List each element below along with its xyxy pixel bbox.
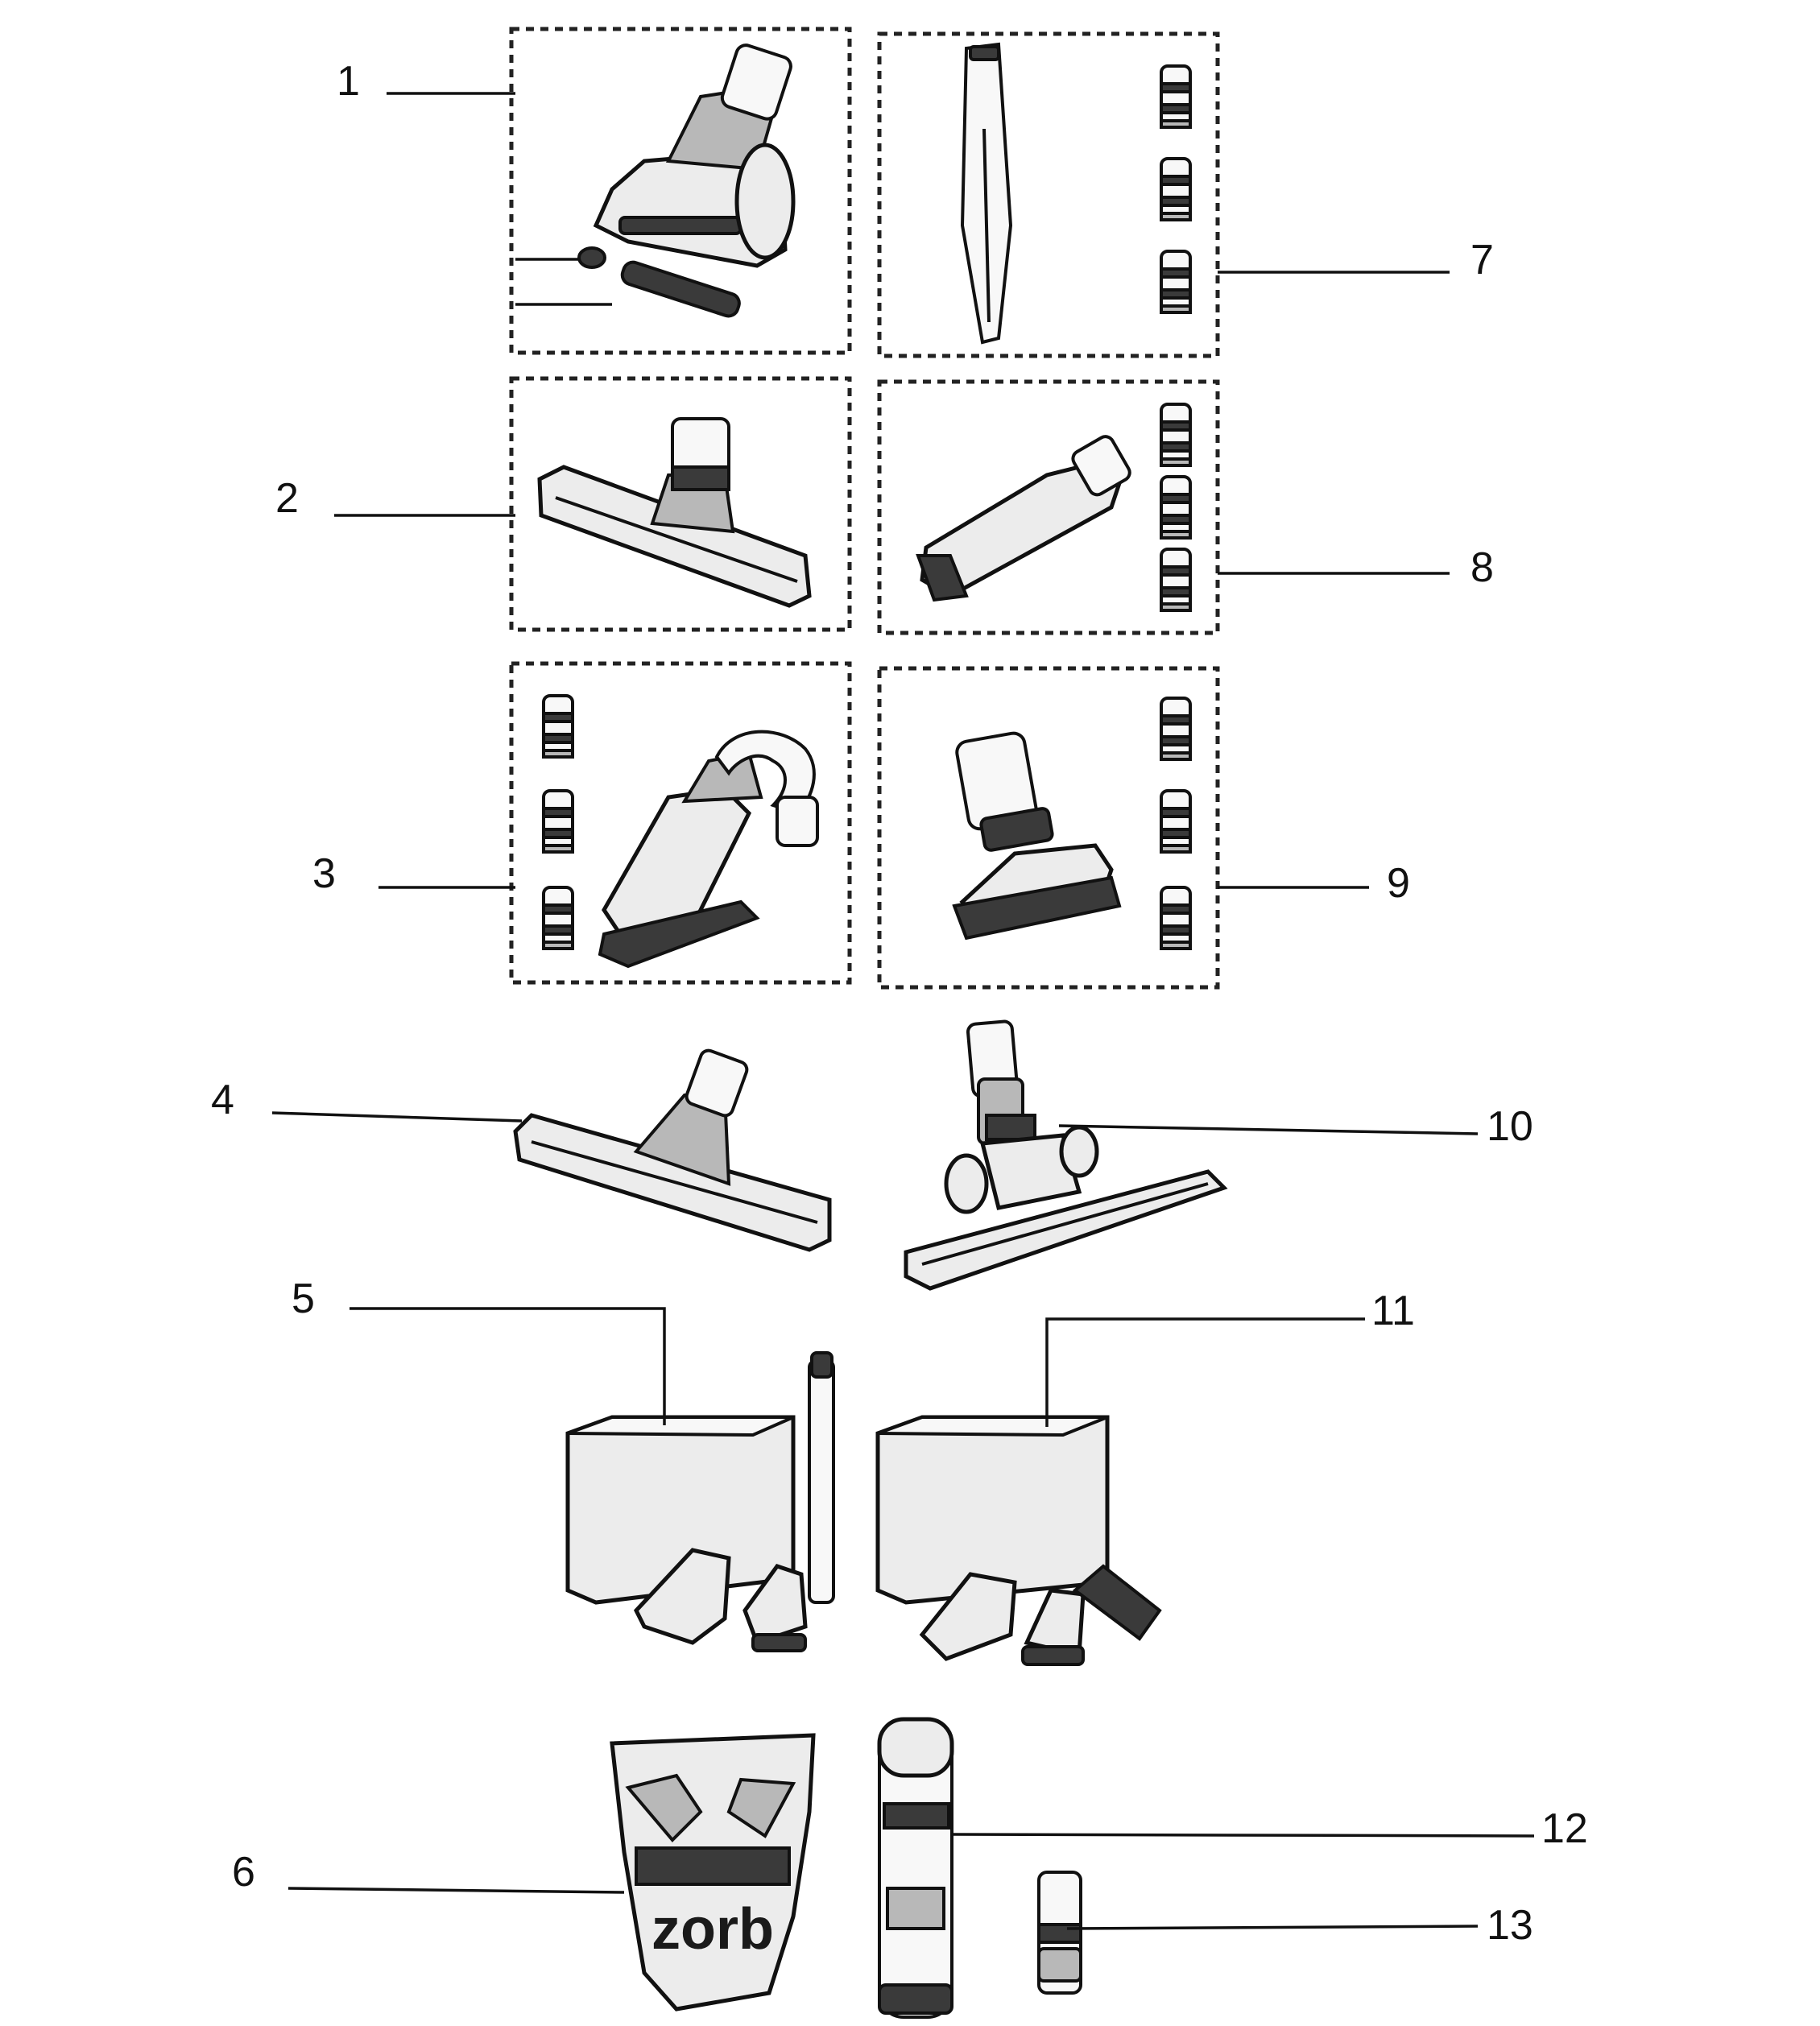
callout-4: 4	[211, 1077, 234, 1123]
tool-kit-part-5	[565, 1351, 835, 1652]
floor-tool-part-2	[537, 417, 812, 608]
callout-2: 2	[275, 475, 299, 522]
callout-11: 11	[1371, 1288, 1415, 1334]
adapter-part-13	[1037, 1871, 1082, 1995]
box-part-8	[877, 379, 1220, 635]
crevice-tool-part-7	[960, 42, 1192, 345]
callout-5: 5	[292, 1276, 315, 1322]
zorb-pouch-part-6: zorb	[610, 1733, 816, 2012]
box-part-3	[509, 661, 852, 985]
callout-13: 13	[1487, 1902, 1533, 1949]
spray-can-part-12	[877, 1717, 954, 2019]
hard-floor-tool-part-4	[513, 1048, 832, 1252]
callout-12: 12	[1541, 1805, 1588, 1852]
box-part-1	[509, 27, 852, 355]
callout-8: 8	[1470, 544, 1494, 591]
leader-lines	[271, 92, 1535, 1930]
tool-kit-part-11	[875, 1415, 1162, 1666]
turbine-head-part-1	[577, 43, 796, 318]
box-part-7	[877, 31, 1220, 358]
reach-brush-part-3	[542, 694, 819, 969]
callout-6: 6	[232, 1849, 255, 1896]
callout-7: 7	[1470, 237, 1494, 283]
callout-10: 10	[1487, 1103, 1533, 1150]
callout-9: 9	[1387, 860, 1410, 907]
soft-brush-part-8	[916, 403, 1192, 612]
box-part-2	[509, 376, 852, 632]
callout-1: 1	[337, 58, 360, 105]
zorb-brand-label: zorb	[651, 1897, 774, 1962]
box-part-9	[877, 666, 1220, 990]
articulating-floor-tool-part-10	[904, 1019, 1228, 1291]
callout-3: 3	[312, 850, 336, 897]
stiff-brush-part-9	[952, 697, 1192, 950]
